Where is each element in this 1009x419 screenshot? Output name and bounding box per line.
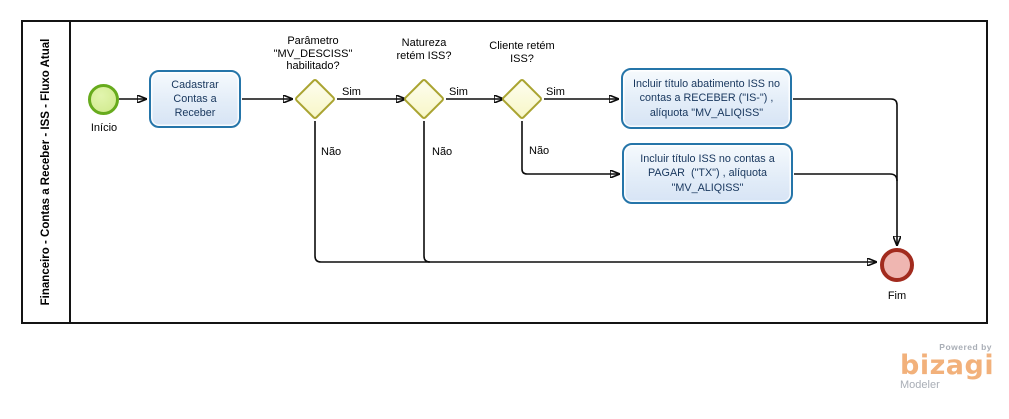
task-incluir-titulo-pagar-label: Incluir título ISS no contas a PAGAR ("T… <box>640 153 775 194</box>
gateway-parametro-question: Parâmetro "MV_DESCISS" habilitado? <box>273 35 353 73</box>
powered-by-label: Powered by <box>939 342 992 352</box>
edge-label-gw2-nao: Não <box>432 146 453 158</box>
end-event[interactable] <box>880 248 914 282</box>
task-incluir-titulo-receber-label: Incluir título abatimento ISS no contas … <box>632 78 781 119</box>
end-event-label: Fim <box>887 290 907 302</box>
lane-title: Financeiro - Contas a Receber - ISS - Fl… <box>40 38 52 306</box>
lane-header: Financeiro - Contas a Receber - ISS - Fl… <box>23 22 71 322</box>
task-incluir-titulo-receber[interactable]: Incluir título abatimento ISS no contas … <box>621 68 792 129</box>
task-incluir-titulo-pagar[interactable]: Incluir título ISS no contas a PAGAR ("T… <box>622 143 793 204</box>
bizagi-branding: Powered by bizagi Modeler <box>900 342 995 391</box>
edge-label-gw3-nao: Não <box>529 145 550 157</box>
gateway-natureza-question: Natureza retém ISS? <box>396 37 452 62</box>
edge-label-gw1-nao: Não <box>321 146 342 158</box>
modeler-label: Modeler <box>900 379 940 391</box>
edge-label-gw3-sim: Sim <box>546 86 565 98</box>
edge-label-gw2-sim: Sim <box>449 86 468 98</box>
pool: Financeiro - Contas a Receber - ISS - Fl… <box>21 20 988 324</box>
task-cadastrar-label: Cadastrar Contas a Receber <box>171 78 219 120</box>
start-event-label: Início <box>90 122 118 134</box>
edge-label-gw1-sim: Sim <box>342 86 361 98</box>
start-event[interactable] <box>88 84 119 115</box>
bizagi-logo: bizagi <box>900 350 995 381</box>
task-cadastrar-contas[interactable]: Cadastrar Contas a Receber <box>149 70 241 128</box>
gateway-cliente-question: Cliente retém ISS? <box>489 40 555 65</box>
